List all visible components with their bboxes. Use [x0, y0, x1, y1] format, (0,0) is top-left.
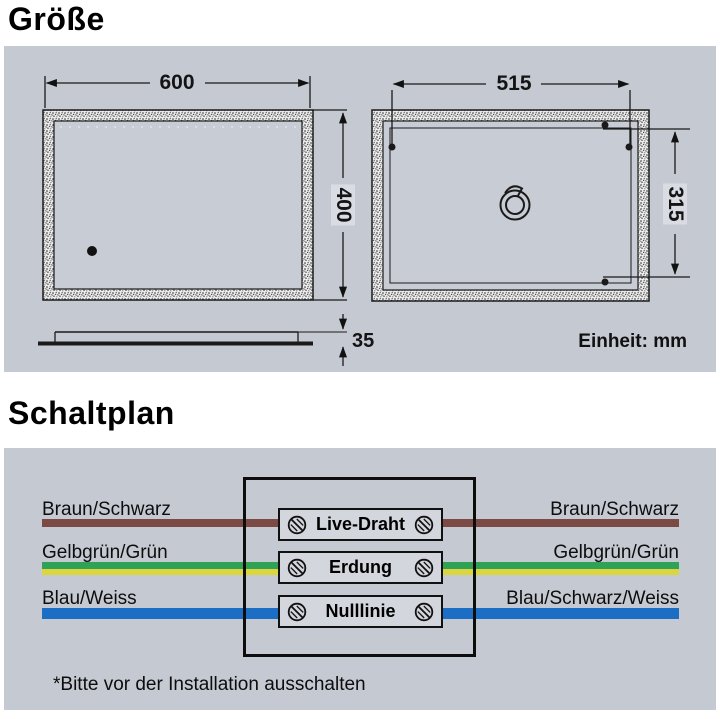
mounting-clip-bottom: [601, 278, 609, 286]
mounting-clip-left: [388, 143, 396, 151]
wire-yellow-left: [42, 569, 280, 575]
screw-icon: [413, 514, 435, 536]
front-width-dimension: 600: [155, 71, 199, 95]
wiring-diagram-panel: Braun/Schwarz Gelbgrün/Grün Blau/Weiss B…: [4, 448, 716, 710]
touch-sensor-dot: [87, 246, 97, 256]
terminal-live: Live-Draht: [278, 508, 443, 541]
terminal-neutral: Nulllinie: [278, 595, 443, 628]
thickness-dimension: 35: [352, 330, 375, 352]
screw-icon: [413, 557, 435, 579]
right-wire-label-neutral: Blau/Schwarz/Weiss: [506, 588, 679, 609]
right-wire-label-ground: Gelbgrün/Grün: [553, 542, 679, 563]
left-wire-label-ground: Gelbgrün/Grün: [42, 542, 168, 563]
terminal-label: Erdung: [329, 557, 392, 577]
mirror-dimension-drawing: [38, 76, 690, 366]
left-wire-label-live: Braun/Schwarz: [42, 499, 171, 520]
screw-icon: [286, 557, 308, 579]
screw-icon: [286, 514, 308, 536]
right-wire-label-live: Braun/Schwarz: [550, 499, 679, 520]
screw-icon: [286, 601, 308, 623]
wire-blue-right: [443, 608, 679, 619]
back-height-dimension: 315: [663, 183, 687, 225]
unit-label: Einheit: mm: [578, 331, 687, 352]
front-view-drawing: [38, 76, 348, 366]
size-section-title: Größe: [8, 1, 105, 37]
wire-brown-left: [42, 519, 280, 527]
terminal-label: Live-Draht: [315, 514, 405, 534]
installation-note: *Bitte vor der Installation ausschalten: [53, 674, 366, 695]
wire-blue-left: [42, 608, 280, 619]
wire-green-left: [42, 562, 280, 569]
mounting-clip-right: [625, 143, 633, 151]
wire-green-right: [443, 562, 679, 569]
terminal-label: Nulllinie: [325, 601, 396, 621]
mounting-clip-top: [601, 121, 609, 129]
wiring-section-title: Schaltplan: [8, 395, 175, 431]
screw-icon: [413, 601, 435, 623]
size-diagram-panel: 600 400 35 515 315 Einheit: mm: [4, 46, 716, 372]
left-wire-label-neutral: Blau/Weiss: [42, 588, 137, 609]
wire-yellow-right: [443, 569, 679, 575]
back-width-dimension: 515: [492, 72, 536, 96]
terminal-ground: Erdung: [278, 551, 443, 584]
side-profile-drawing: [38, 331, 347, 346]
junction-box: [243, 477, 476, 657]
front-height-dimension: 400: [331, 184, 355, 226]
cable-coil-icon: [499, 185, 531, 221]
back-view-drawing: [371, 79, 690, 302]
wire-brown-right: [443, 519, 679, 527]
